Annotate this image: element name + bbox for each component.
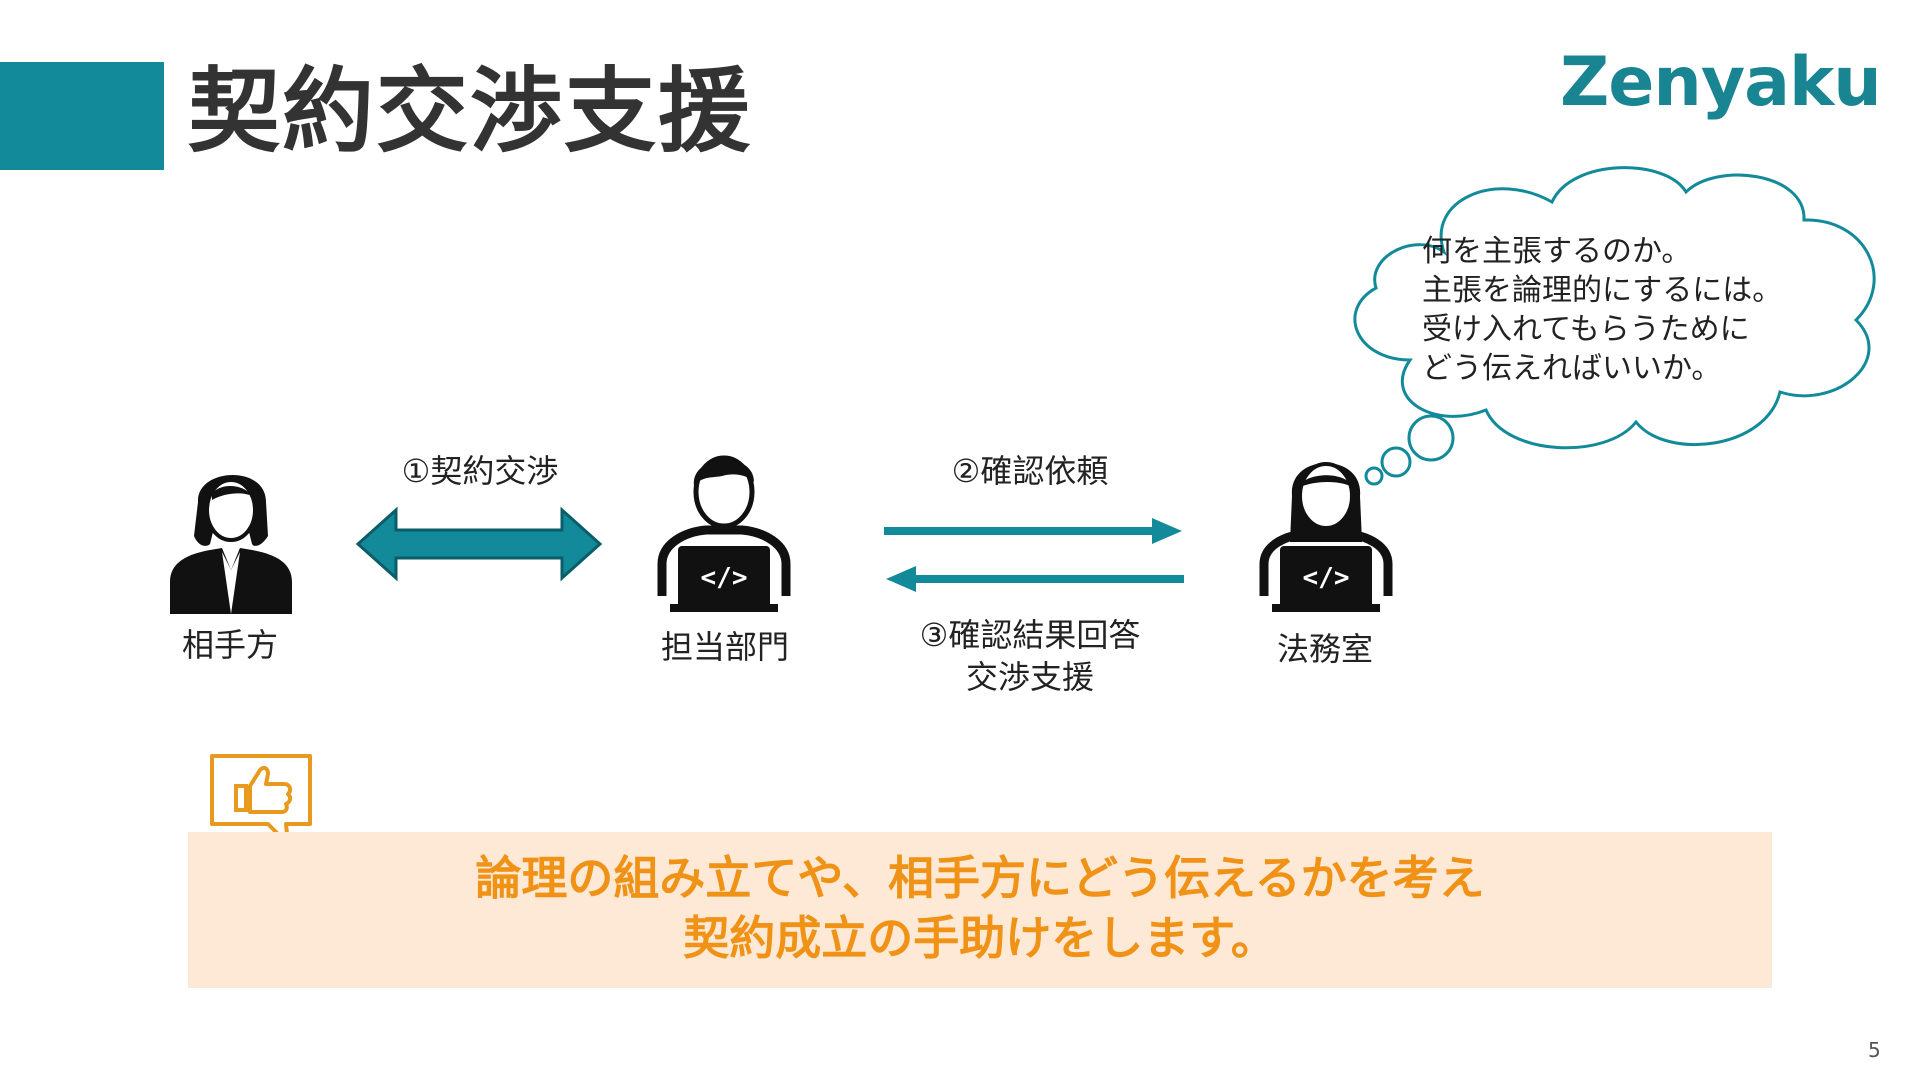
page-title: 契約交渉支援 — [188, 58, 753, 165]
banner-line: 論理の組み立てや、相手方にどう伝えるかを考え — [475, 851, 1485, 905]
legal-label: 法務室 — [1276, 630, 1373, 668]
thought-line: 受け入れてもらうために — [1422, 312, 1750, 347]
person-laptop-icon: </> — [657, 455, 791, 612]
banner-line: 契約成立の手助けをします。 — [683, 911, 1277, 965]
counterparty-label: 相手方 — [181, 626, 278, 664]
page-number: 5 — [1868, 1038, 1881, 1062]
zenyaku-logo: Zenyaku — [1560, 43, 1882, 122]
svg-text:</>: </> — [701, 563, 748, 593]
thought-text: 何を主張するのか。 主張を論理的にするには。 受け入れてもらうために どう伝えれ… — [1422, 232, 1782, 388]
banner-text: 論理の組み立てや、相手方にどう伝えるかを考え 契約成立の手助けをします。 — [188, 848, 1772, 968]
step2-label: ②確認依頼 — [951, 452, 1109, 490]
title-accent-bar — [0, 62, 164, 170]
female-person-laptop-icon: </> — [1259, 462, 1393, 612]
department-label: 担当部門 — [660, 628, 789, 666]
right-arrow-icon — [884, 518, 1182, 544]
thought-line: 主張を論理的にするには。 — [1422, 273, 1783, 308]
left-arrow-icon — [886, 566, 1184, 592]
thought-line: 何を主張するのか。 — [1422, 234, 1692, 269]
thought-cloud — [1353, 166, 1876, 486]
step3-label-line2: 交渉支援 — [965, 658, 1094, 696]
highlight-banner — [188, 832, 1772, 988]
svg-text:</>: </> — [1303, 563, 1350, 593]
step1-label: ①契約交渉 — [401, 452, 559, 490]
thought-line: どう伝えればいいか。 — [1422, 351, 1722, 386]
female-person-icon — [170, 474, 292, 614]
step3-label: ③確認結果回答 — [919, 616, 1141, 654]
double-arrow-icon — [355, 506, 603, 582]
